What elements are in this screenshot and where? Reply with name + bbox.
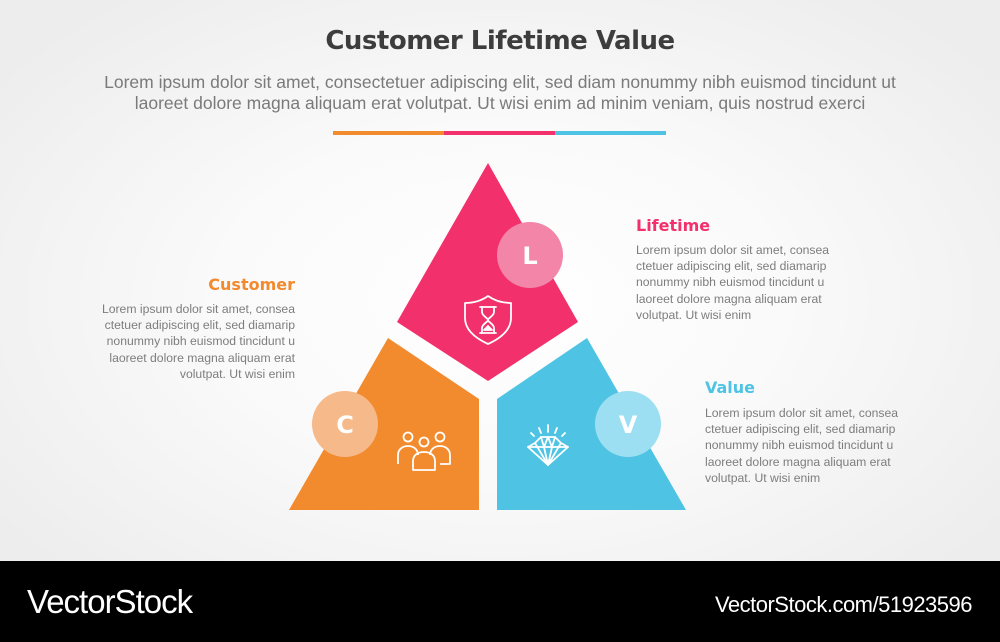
diamond-icon: [527, 424, 569, 466]
shield-hourglass-icon: [464, 295, 512, 345]
subtitle-line-2: laoreet dolore magna aliquam erat volutp…: [134, 93, 866, 113]
customer-body-line: nonummy nibh euismod tincidunt u: [106, 334, 295, 349]
value-badge: V: [595, 391, 661, 457]
divider-blue: [555, 131, 666, 135]
value-title: Value: [705, 378, 756, 397]
lifetime-badge: L: [497, 222, 563, 288]
value-body-line: nonummy nibh euismod tincidunt u: [705, 438, 894, 453]
customer-badge-letter: C: [336, 411, 354, 439]
people-group-icon: [397, 431, 451, 471]
lifetime-badge-letter: L: [522, 242, 537, 270]
lifetime-body-line: nonummy nibh euismod tincidunt u: [636, 275, 825, 290]
value-body-line: Lorem ipsum dolor sit amet, consea: [705, 406, 899, 420]
value-body: Lorem ipsum dolor sit amet, consea ctetu…: [705, 405, 940, 486]
watermark-url: VectorStock.com/51923596: [714, 592, 973, 617]
value-body-line: volutpat. Ut wisi enim: [705, 470, 821, 485]
subtitle-line-1: Lorem ipsum dolor sit amet, consectetuer…: [104, 72, 896, 92]
value-segment: [497, 338, 686, 510]
page-title: Customer Lifetime Value: [325, 26, 675, 56]
customer-body-line: Lorem ipsum dolor sit amet, consea: [101, 302, 295, 316]
lifetime-segment: [397, 163, 578, 381]
lifetime-body-line: ctetuer adipiscing elit, sed diamarip: [636, 259, 827, 274]
customer-body-line: laoreet dolore magna aliquam erat: [109, 350, 295, 365]
lifetime-body: Lorem ipsum dolor sit amet, consea ctetu…: [636, 242, 871, 323]
customer-body-line: volutpat. Ut wisi enim: [179, 366, 295, 381]
value-body-line: laoreet dolore magna aliquam erat: [705, 454, 891, 469]
lifetime-title: Lifetime: [636, 216, 711, 235]
customer-badge: C: [312, 391, 378, 457]
customer-title: Customer: [208, 275, 295, 294]
customer-body-line: ctetuer adipiscing elit, sed diamarip: [104, 318, 295, 333]
watermark-brand: VectorStock: [27, 583, 193, 620]
divider-pink: [444, 131, 555, 135]
lifetime-body-line: Lorem ipsum dolor sit amet, consea: [636, 243, 830, 257]
lifetime-body-line: laoreet dolore magna aliquam erat: [636, 291, 822, 306]
page-subtitle: Lorem ipsum dolor sit amet, consectetuer…: [60, 72, 940, 114]
watermark-bar: VectorStock VectorStock.com/51923596: [0, 561, 1000, 642]
lifetime-body-line: volutpat. Ut wisi enim: [636, 307, 752, 322]
triangle-diagram: L C V: [289, 163, 686, 510]
divider-orange: [333, 131, 444, 135]
customer-body: Lorem ipsum dolor sit amet, consea ctetu…: [60, 301, 295, 382]
value-body-line: ctetuer adipiscing elit, sed diamarip: [705, 422, 896, 437]
customer-segment: [289, 338, 479, 510]
value-badge-letter: V: [619, 411, 638, 439]
